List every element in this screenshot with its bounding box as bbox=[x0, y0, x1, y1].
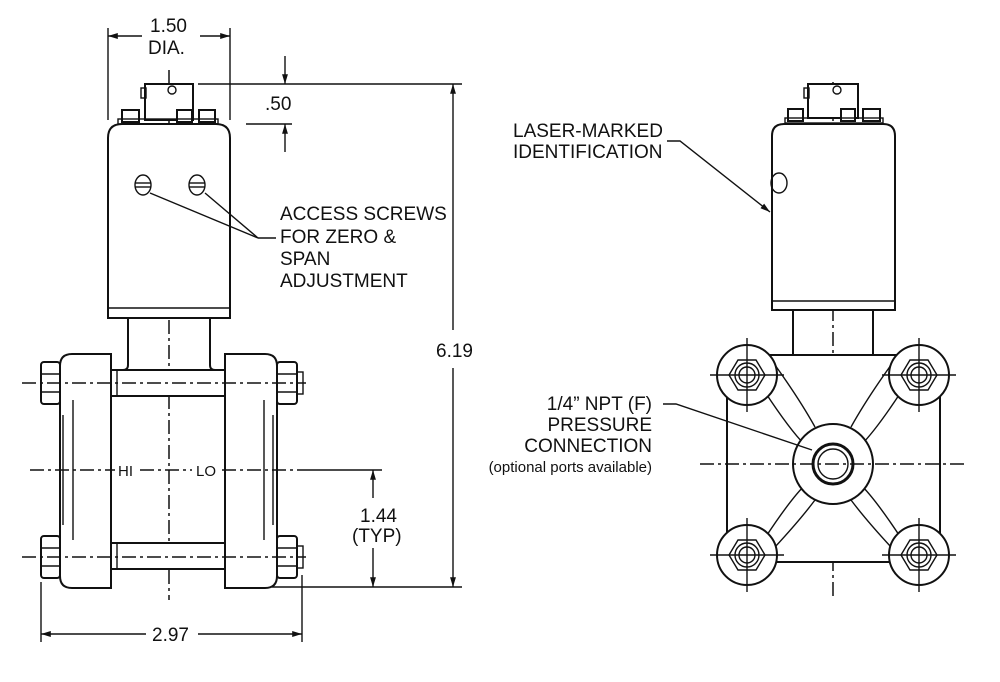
flange-bolts bbox=[710, 338, 956, 592]
front-view bbox=[700, 82, 968, 596]
svg-text:1/4” NPT (F): 1/4” NPT (F) bbox=[547, 394, 652, 415]
svg-text:ACCESS SCREWS: ACCESS SCREWS bbox=[280, 204, 447, 225]
overall-height-dimension: 6.19 bbox=[436, 341, 473, 362]
access-screw-icon bbox=[134, 174, 206, 196]
diameter-dimension: 1.50 bbox=[150, 16, 187, 37]
svg-text:SPAN: SPAN bbox=[280, 249, 330, 270]
laser-marked-callout: LASER-MARKED IDENTIFICATION bbox=[513, 121, 771, 213]
port-spacing-label: (TYP) bbox=[352, 526, 402, 547]
diameter-label: DIA. bbox=[148, 38, 185, 59]
pressure-connection-callout: 1/4” NPT (F) PRESSURE CONNECTION (option… bbox=[489, 394, 813, 476]
svg-text:CONNECTION: CONNECTION bbox=[524, 436, 652, 457]
svg-text:LASER-MARKED: LASER-MARKED bbox=[513, 121, 663, 142]
overall-width-dimension: 2.97 bbox=[152, 625, 189, 646]
svg-text:IDENTIFICATION: IDENTIFICATION bbox=[513, 142, 663, 163]
access-screw-icon bbox=[770, 172, 788, 194]
access-screws-callout: ACCESS SCREWS FOR ZERO & SPAN ADJUSTMENT bbox=[149, 192, 447, 292]
connector-height-dimension: .50 bbox=[265, 94, 291, 115]
lo-port-label: LO bbox=[196, 463, 216, 480]
svg-text:PRESSURE: PRESSURE bbox=[547, 415, 652, 436]
port-spacing-dimension: 1.44 bbox=[360, 506, 397, 527]
dimension-lines: 1.50 DIA. .50 6.19 1.44 (TYP) 2.97 bbox=[40, 16, 473, 646]
hi-port-label: HI bbox=[118, 463, 133, 480]
hi-flange bbox=[59, 353, 112, 589]
bolt-rod-bottom bbox=[110, 542, 226, 570]
side-view: HI LO bbox=[22, 70, 382, 600]
svg-text:(optional ports available): (optional ports available) bbox=[489, 459, 652, 476]
svg-text:ADJUSTMENT: ADJUSTMENT bbox=[280, 271, 408, 292]
housing bbox=[771, 123, 896, 311]
housing bbox=[107, 123, 231, 319]
lo-flange bbox=[224, 353, 278, 589]
svg-text:FOR ZERO &: FOR ZERO & bbox=[280, 227, 396, 248]
